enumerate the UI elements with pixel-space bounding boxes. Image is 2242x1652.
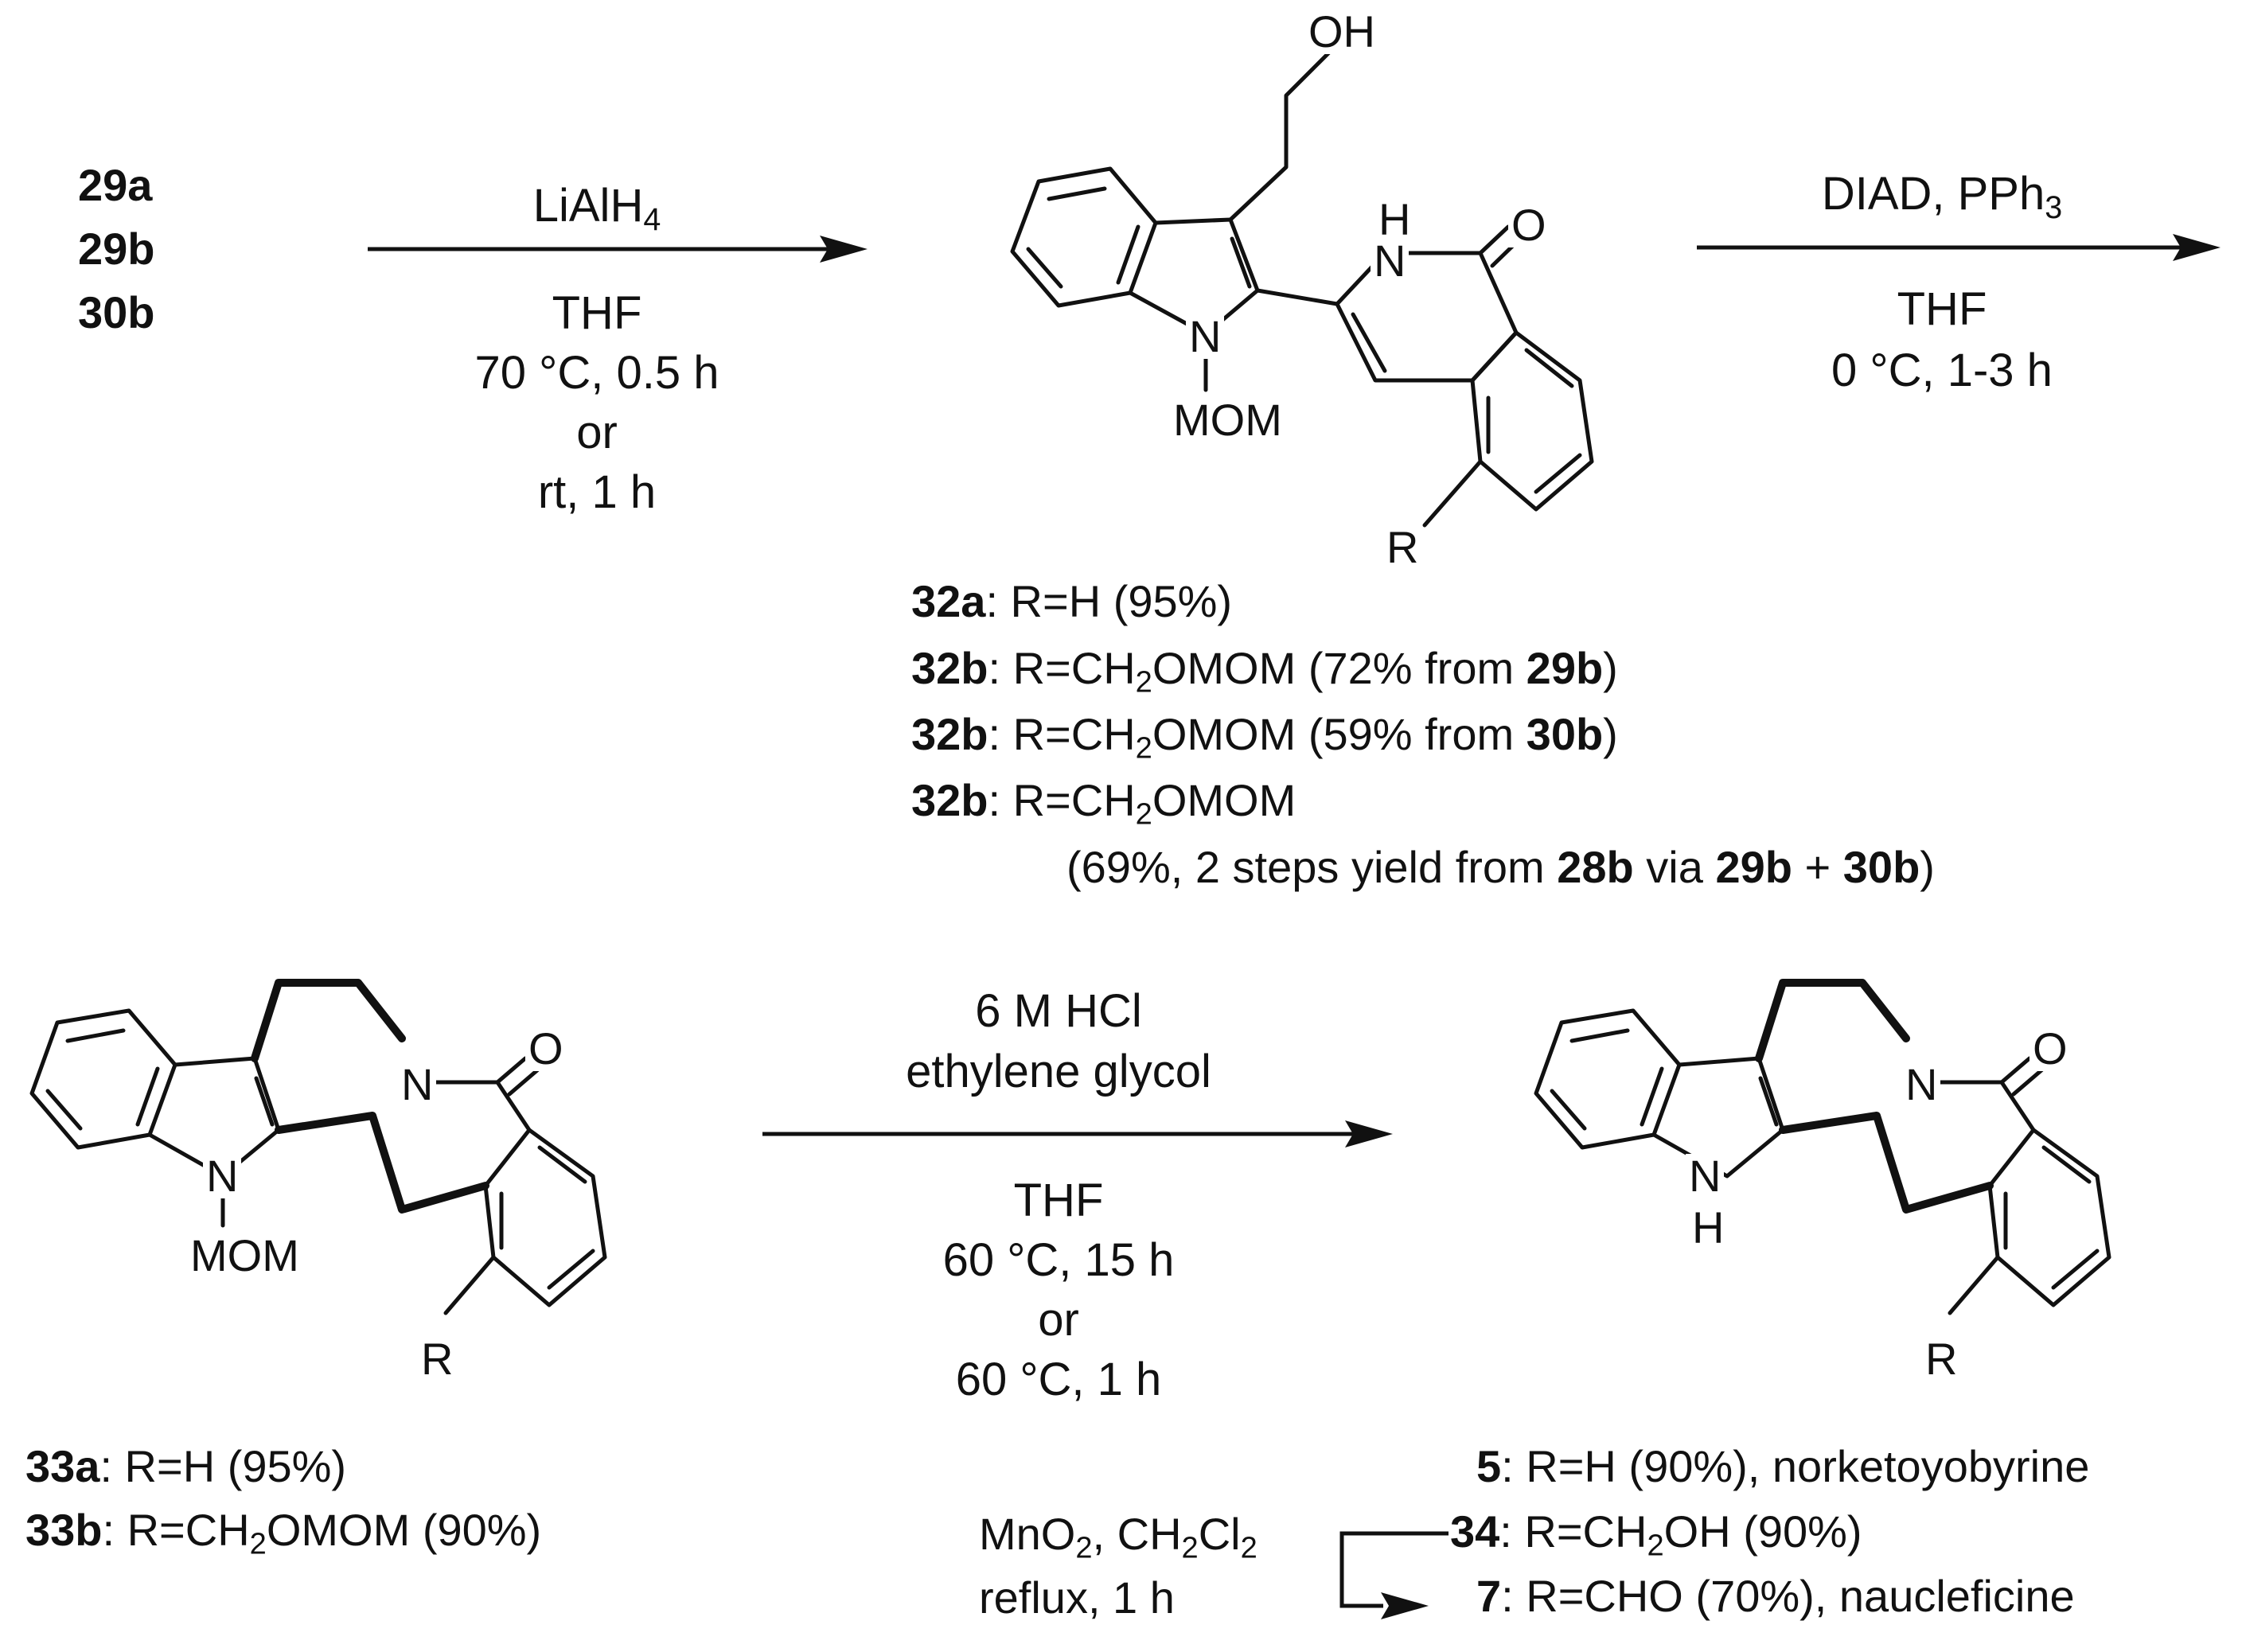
step2-reagent: DIAD, PPh3 [1821, 168, 2063, 226]
atom-nh-n: N [1371, 239, 1410, 283]
structure-32 [1010, 45, 1594, 528]
step2-solvent: THF [1897, 283, 1987, 335]
atom-nh-n-product: N [1686, 1154, 1725, 1198]
step3-condition-a: 60 °C, 15 h [942, 1234, 1175, 1286]
atom-mom-32: MOM [1170, 398, 1285, 442]
step4-condition: reflux, 1 h [979, 1572, 1175, 1623]
label-32b-from-30b: 32b: R=CH2OMOM (59% from 30b) [911, 709, 1618, 766]
step1-reagent: LiAlH4 [532, 180, 661, 238]
atom-n-33: N [398, 1062, 437, 1107]
arrow-step1 [368, 236, 868, 263]
starting-material-29a: 29a [78, 160, 153, 210]
atom-n-product: N [1902, 1062, 1941, 1107]
structure-33-ring [427, 1056, 607, 1315]
step1-solvent: THF [552, 287, 642, 339]
step3-or: or [1038, 1294, 1079, 1346]
label-33a: 33a: R=H (95%) [25, 1441, 347, 1491]
atom-n-33-indole: N [203, 1154, 242, 1198]
step1-condition-a: 70 °C, 0.5 h [474, 347, 719, 399]
atom-oh: OH [1305, 10, 1378, 54]
arrow-step4 [1339, 1531, 1449, 1619]
atom-r-32: R [1383, 525, 1422, 570]
label-33b: 33b: R=CH2OMOM (90%) [25, 1505, 542, 1561]
atom-o-product: O [2029, 1027, 2071, 1071]
label-32b-two-steps: 32b: R=CH2OMOM [911, 775, 1296, 832]
step1-or: or [576, 407, 618, 458]
structure-product [1534, 1008, 1785, 1179]
atom-n-32: N [1186, 314, 1225, 359]
arrow-step2 [1697, 234, 2221, 261]
atom-r-product: R [1922, 1337, 1961, 1381]
label-32b-from-29b: 32b: R=CH2OMOM (72% from 29b) [911, 643, 1618, 699]
arrow-step3 [762, 1120, 1393, 1147]
label-32b-two-steps-yield: (69%, 2 steps yield from 28b via 29b + 3… [1066, 842, 1935, 892]
structure-33 [29, 1008, 281, 1228]
atom-o-32: O [1508, 203, 1550, 247]
label-5: 5: R=H (90%), norketoyobyrine [1476, 1441, 2090, 1491]
step3-cosolvent: ethylene glycol [906, 1046, 1211, 1097]
structure-33-bold [251, 979, 489, 1214]
atom-mom-33: MOM [187, 1233, 302, 1278]
step3-reagent: 6 M HCl [975, 985, 1142, 1037]
structure-product-ring [1932, 1056, 2111, 1315]
atom-o-33: O [525, 1027, 567, 1071]
starting-material-29b: 29b [78, 224, 155, 274]
starting-material-30b: 30b [78, 287, 155, 337]
structure-product-bold [1755, 979, 1994, 1214]
label-34: 34: R=CH2OH (90%) [1450, 1506, 1862, 1563]
step1-condition-b: rt, 1 h [537, 466, 657, 518]
step3-condition-b: 60 °C, 1 h [955, 1354, 1162, 1405]
atom-nh-h: H [1375, 197, 1414, 242]
label-7: 7: R=CHO (70%), naucleficine [1476, 1571, 2075, 1621]
step2-condition: 0 °C, 1-3 h [1831, 345, 2053, 396]
step3-solvent: THF [1013, 1175, 1104, 1226]
atom-r-33: R [418, 1337, 457, 1381]
atom-nh-h-product: H [1689, 1206, 1728, 1250]
label-32a: 32a: R=H (95%) [911, 576, 1233, 626]
step4-reagent: MnO2, CH2Cl2 [979, 1509, 1257, 1565]
